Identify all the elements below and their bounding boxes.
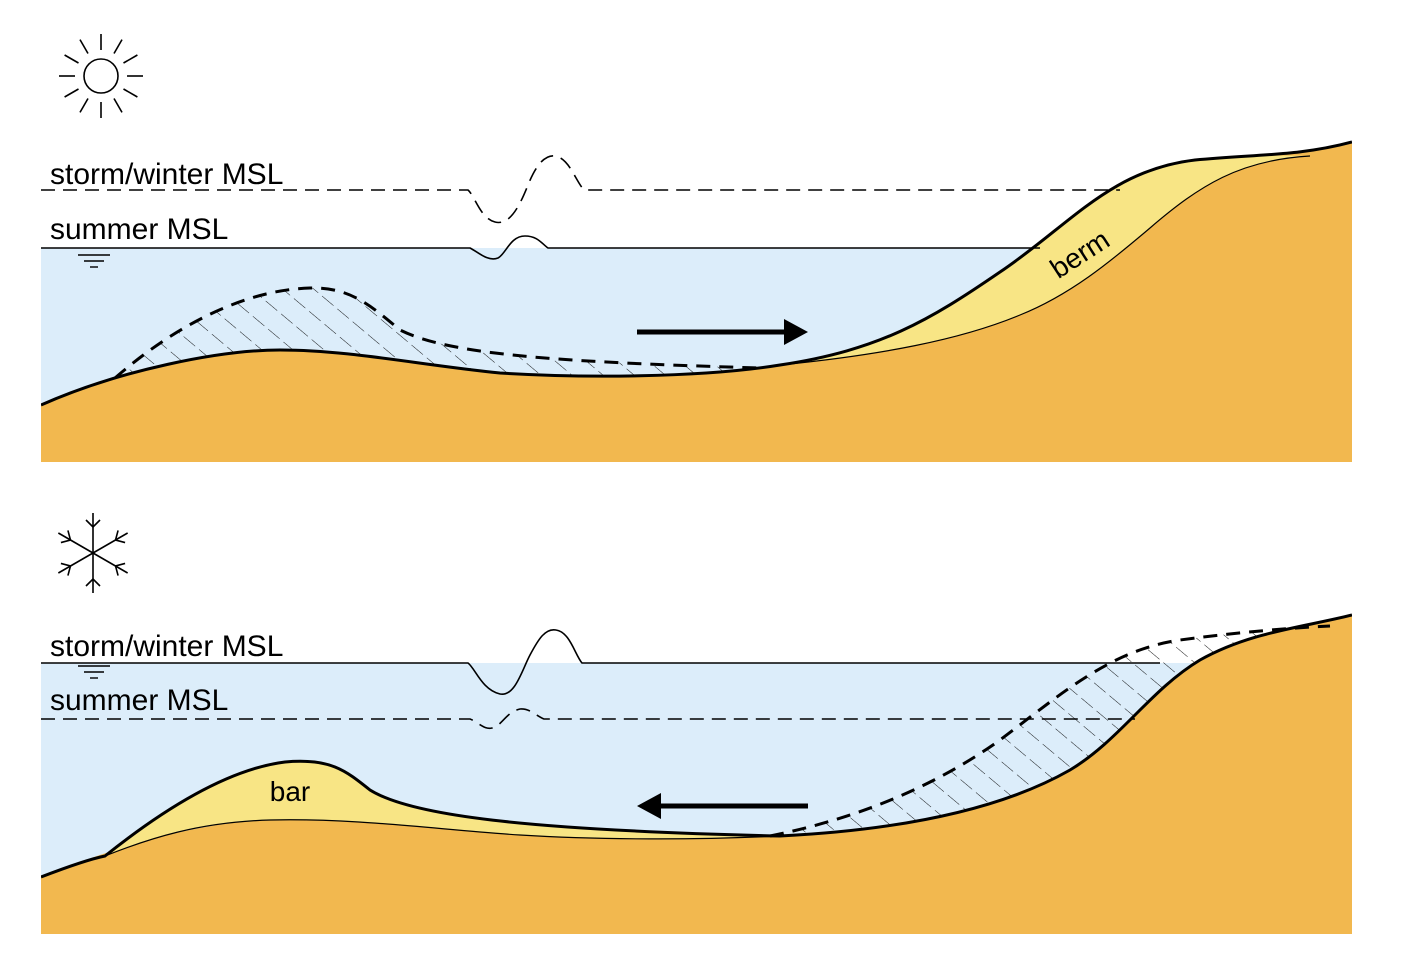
summer-sand [41, 142, 1352, 462]
winter-summer-msl-label: summer MSL [50, 684, 228, 717]
eroded-bar-area [115, 287, 760, 378]
sun-icon [59, 34, 143, 118]
winter-panel: bar [41, 613, 1352, 934]
winter-storm-msl-label: storm/winter MSL [50, 630, 283, 663]
former-beach-profile [769, 624, 1331, 838]
former-bar-profile [114, 286, 761, 380]
summer-msl-line [41, 235, 1040, 260]
snowflake-icon [57, 513, 129, 593]
offshore-arrow [637, 793, 808, 819]
berm-deposit [780, 155, 1310, 365]
bar-base-line [104, 819, 781, 857]
berm-base-line [779, 155, 1311, 366]
winter-summer-msl-line [41, 708, 1135, 730]
bar-label: bar [270, 776, 310, 807]
bar-deposit [105, 761, 780, 856]
eroded-beach-area [770, 626, 1330, 836]
storm-msl-label: storm/winter MSL [50, 158, 283, 191]
winter-sand [41, 615, 1352, 934]
water-level-symbol [78, 254, 110, 268]
winter-seabed-profile [41, 613, 1352, 879]
winter-storm-msl-line [41, 629, 1160, 695]
summer-msl-label: summer MSL [50, 213, 228, 246]
onshore-arrow [637, 319, 808, 345]
storm-msl-line [41, 155, 1120, 224]
summer-seabed-profile [41, 140, 1352, 407]
winter-water-level-symbol [78, 665, 110, 679]
summer-panel: berm [41, 140, 1352, 462]
